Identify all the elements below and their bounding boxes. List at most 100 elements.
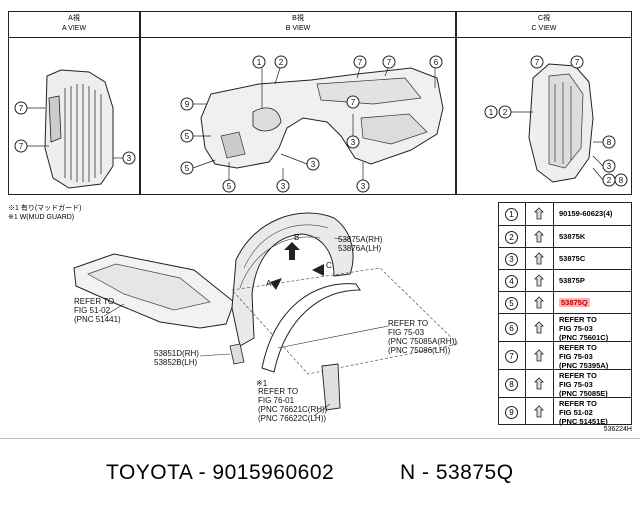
note-en: ※1 W(MUD GUARD) <box>8 214 75 221</box>
svg-text:1: 1 <box>257 58 262 67</box>
refer-left-2: FIG 51-02 <box>74 306 111 315</box>
view-b-callout: 5 <box>180 129 194 143</box>
view-c-drawing: 7 7 1 2 8 3 2 8 <box>484 55 628 187</box>
view-c-callout: 2 <box>602 173 616 187</box>
view-b-title-en: B VIEW <box>285 25 311 32</box>
footer-reference-number: N - 53875Q <box>400 461 514 484</box>
svg-text:7: 7 <box>358 58 363 67</box>
view-c-callout: 7 <box>570 55 584 69</box>
view-a-header: A視 A VIEW <box>9 12 139 38</box>
drawing-id: 536224H <box>603 426 632 433</box>
legend-row[interactable]: 9 REFER TO FIG 51-02 (PNC 51451E) <box>499 397 631 426</box>
svg-text:3: 3 <box>127 154 132 163</box>
view-b-drawing: 1 2 7 7 6 9 5 5 5 3 3 3 3 7 <box>180 55 444 193</box>
legend-number: 8 <box>505 378 518 391</box>
view-b-callout: 5 <box>222 179 236 193</box>
view-b-callout: 9 <box>180 97 194 111</box>
refer-mid-1: REFER TO <box>388 319 428 328</box>
clip-icon <box>534 377 544 390</box>
legend-row[interactable]: 7 REFER TO FIG 75-03 (PNC 75395A) <box>499 341 631 370</box>
legend-text: REFER TO FIG 75-03 (PNC 75395A) <box>559 343 609 370</box>
clip-icon <box>534 296 544 309</box>
footer-brand-part-number: TOYOTA - 9015960602 <box>106 461 335 484</box>
label-arrow-b: B <box>294 233 299 242</box>
arrow-b-icon <box>284 242 300 260</box>
refer-mid-2: FIG 75-03 <box>388 328 425 337</box>
view-b-callout: 5 <box>180 161 194 175</box>
svg-text:3: 3 <box>281 182 286 191</box>
label-53875a: 53875A(RH) <box>338 235 383 244</box>
refer-bot-2: FIG 76-01 <box>258 396 295 405</box>
svg-text:3: 3 <box>607 162 612 171</box>
highlighted-part-number: 53875Q <box>559 298 590 307</box>
clip-icon <box>534 405 544 418</box>
view-a-title-en: A VIEW <box>61 25 87 32</box>
footer-bar: TOYOTA - 9015960602 N - 53875Q <box>0 438 640 507</box>
legend-number: 4 <box>505 275 518 288</box>
main-exploded-drawing: 53875A(RH) 53876A(LH) B C A REFER TO FIG… <box>73 212 459 423</box>
view-c-title-jp: C視 <box>537 15 551 22</box>
label-mark1: ※1 <box>256 379 268 388</box>
svg-text:9: 9 <box>185 100 190 109</box>
view-b-callout: 7 <box>346 95 360 109</box>
view-b-callout: 7 <box>353 55 367 69</box>
svg-text:3: 3 <box>351 138 356 147</box>
label-arrow-c: C <box>326 261 332 270</box>
view-c-callout: 7 <box>530 55 544 69</box>
view-b-callout: 3 <box>306 157 320 171</box>
svg-text:5: 5 <box>227 182 232 191</box>
legend-text: REFER TO FIG 75-03 (PNC 75601C) <box>559 315 609 342</box>
refer-bot-4: (PNC 76622C(LH)) <box>258 414 326 423</box>
legend-row[interactable]: 3 53875C <box>499 247 631 270</box>
legend-row[interactable]: 8 REFER TO FIG 75-03 (PNC 75085E) <box>499 369 631 398</box>
clip-icon <box>534 349 544 362</box>
svg-text:7: 7 <box>387 58 392 67</box>
refer-left-3: (PNC 51441) <box>74 315 121 324</box>
label-53876a: 53876A(LH) <box>338 244 381 253</box>
svg-text:7: 7 <box>351 98 356 107</box>
view-c-callout: 3 <box>602 159 616 173</box>
legend-number: 7 <box>505 350 518 363</box>
view-c-callout: 2 <box>498 105 512 119</box>
mud-guard-notes: ※1 有り(マッドガード) ※1 W(MUD GUARD) <box>8 204 82 222</box>
legend-text: 53875K <box>559 232 586 241</box>
clip-icon <box>534 274 544 287</box>
view-b-header: B視 B VIEW <box>141 12 455 38</box>
arrow-c-icon <box>312 264 324 276</box>
svg-text:7: 7 <box>575 58 580 67</box>
svg-text:5: 5 <box>185 132 190 141</box>
svg-text:5: 5 <box>185 164 190 173</box>
svg-text:3: 3 <box>311 160 316 169</box>
view-c-box: C視 C VIEW 7 7 1 2 8 3 2 8 <box>456 11 632 195</box>
legend-row[interactable]: 6 REFER TO FIG 75-03 (PNC 75601C) <box>499 313 631 342</box>
svg-text:7: 7 <box>535 58 540 67</box>
view-b-title-jp: B視 <box>292 15 304 22</box>
view-c-title-en: C VIEW <box>531 25 557 32</box>
clip-icon <box>534 321 544 334</box>
diagram-sheet: A視 A VIEW 7 7 3 B視 B VIEW <box>8 11 632 433</box>
refer-bot-1: REFER TO <box>258 387 298 396</box>
view-b-callout: 3 <box>346 135 360 149</box>
legend-number: 1 <box>505 208 518 221</box>
view-a-title-jp: A視 <box>68 15 80 22</box>
view-b-callout: 7 <box>382 55 396 69</box>
legend-text: REFER TO FIG 51-02 (PNC 51451E) <box>559 399 608 426</box>
parts-legend-table: 1 90159-60623(4) 2 53875K 3 53875C 4 538… <box>498 202 632 426</box>
view-b-box: B視 B VIEW 1 <box>140 11 456 195</box>
legend-row[interactable]: 2 53875K <box>499 225 631 248</box>
note-jp: ※1 有り(マッドガード) <box>8 205 82 212</box>
view-b-callout: 1 <box>252 55 266 69</box>
refer-bot-3: (PNC 76621C(RH)) <box>258 405 328 414</box>
view-c-callout: 1 <box>484 105 498 119</box>
legend-text: 90159-60623(4) <box>559 209 613 218</box>
view-b-callout: 2 <box>274 55 288 69</box>
view-b-callout: 3 <box>356 179 370 193</box>
svg-text:8: 8 <box>607 138 612 147</box>
svg-text:7: 7 <box>19 142 24 151</box>
svg-text:2: 2 <box>607 176 612 185</box>
legend-number: 5 <box>505 297 518 310</box>
legend-row-highlighted[interactable]: 5 53875Q <box>499 291 631 314</box>
legend-number: 6 <box>505 322 518 335</box>
legend-row[interactable]: 1 90159-60623(4) <box>499 203 631 226</box>
legend-row[interactable]: 4 53875P <box>499 269 631 292</box>
